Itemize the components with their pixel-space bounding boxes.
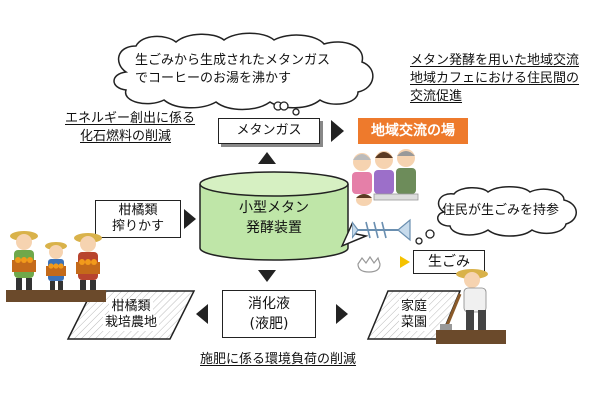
digestate-line1: 消化液 [248,296,290,312]
thought-dots-resident [415,229,435,245]
citrus-residue-box: 柑橘類 搾りかす [95,200,181,238]
thought-bubble-resident [437,186,577,237]
digestate-box: 消化液 (液肥) [222,290,316,338]
arrow-right-to-digester [184,209,196,229]
digester-cylinder [199,171,349,261]
fertilizer-note: 施肥に係る環境負荷の削減 [200,352,357,367]
arrow-right-to-community [331,120,344,142]
home-garden-line1: 家庭 [398,299,429,315]
thought-bubble-top [113,32,374,111]
digestate-line2: (液肥) [249,316,289,332]
citrus-farm-line1: 柑橘類 [109,299,153,315]
cafe-people-illustration-icon [352,149,419,206]
arrow-down-to-digestate [258,270,276,282]
digester-label-line1: 小型メタン [239,200,309,216]
arrow-left-to-farm [196,304,208,324]
methane-gas-box: メタンガス [218,118,320,144]
community-exchange-line2: 地域カフェにおける住民間の [410,71,580,86]
community-place-box: 地域交流の場 [358,118,468,144]
citrus-farm-line2: 栽培農地 [102,315,159,331]
community-place-label: 地域交流の場 [371,123,455,139]
gardener-illustration-icon [436,269,506,344]
community-exchange-line3: 交流促進 [410,89,463,104]
thought-dots-top [279,101,300,116]
digester-label-line2: 発酵装置 [246,220,302,236]
community-exchange-title: メタン発酵を用いた地域交流 [410,53,580,68]
methane-gas-label: メタンガス [236,123,302,138]
fish-bone-icon [352,218,411,242]
eggshell-icon [357,255,381,273]
bubble-resident-text: 住民が生ごみを持参 [442,203,560,218]
food-waste-pointer-icon [400,256,410,268]
bubble-top-line2: でコーヒーのお湯を沸かす [135,71,292,86]
digester-label: 小型メタン 発酵装置 [196,198,352,238]
home-garden-line2: 菜園 [398,315,429,331]
arrow-up-to-methane [258,152,276,164]
arrow-right-to-garden [336,304,348,324]
energy-note-line2: 化石燃料の削減 [80,129,172,144]
citrus-farm-plot: 柑橘類 栽培農地 [66,290,196,340]
food-waste-label: 生ごみ [428,254,470,270]
energy-note-line1: エネルギー創出に係る [65,111,196,126]
citrus-residue-line2: 搾りかす [111,219,164,234]
farmers-illustration-icon [6,231,106,302]
citrus-residue-line1: 柑橘類 [118,203,158,218]
bubble-top-line1: 生ごみから生成されたメタンガス [135,53,331,68]
